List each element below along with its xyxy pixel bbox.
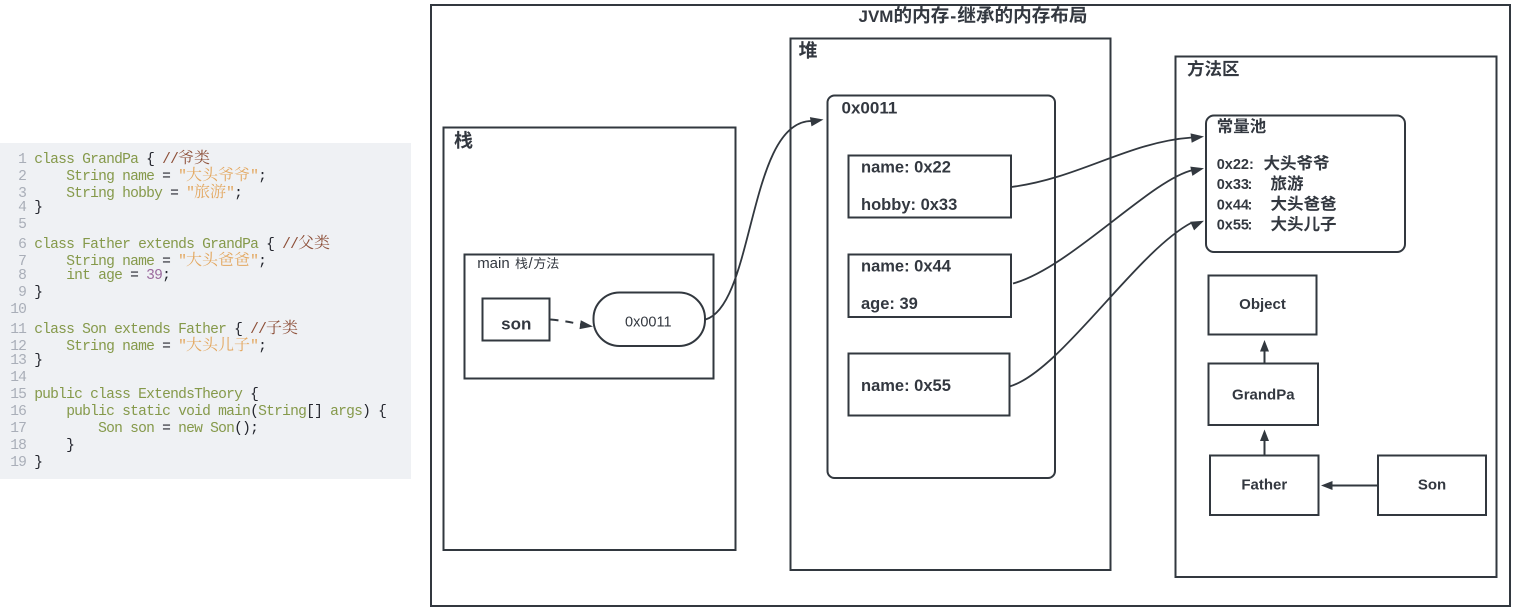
svg-text:main: main <box>477 255 514 272</box>
svg-text:name: 0x22: name: 0x22 <box>861 158 951 176</box>
svg-text:name: 0x55: name: 0x55 <box>861 377 951 395</box>
svg-text:0x44: 0x44 <box>1217 197 1249 213</box>
svg-text:son: son <box>501 315 531 334</box>
svg-text:Object: Object <box>1239 296 1286 313</box>
svg-text::: : <box>1248 177 1253 193</box>
svg-text:0x55: 0x55 <box>1217 218 1249 234</box>
svg-text:0x33: 0x33 <box>1217 177 1249 193</box>
svg-text:0x0011: 0x0011 <box>625 315 672 331</box>
svg-text:hobby: 0x33: hobby: 0x33 <box>861 196 957 214</box>
svg-text:-: - <box>950 6 956 26</box>
svg-text::: : <box>1248 218 1253 234</box>
svg-text:Son: Son <box>1418 476 1446 493</box>
svg-text:/: / <box>529 255 534 272</box>
svg-text:age: 39: age: 39 <box>861 295 918 313</box>
svg-text:JVM: JVM <box>859 7 894 26</box>
svg-text:0x22:: 0x22: <box>1217 157 1254 173</box>
svg-text:name: 0x44: name: 0x44 <box>861 257 952 275</box>
svg-text::: : <box>1248 197 1253 213</box>
svg-text:0x0011: 0x0011 <box>842 99 898 118</box>
svg-text:GrandPa: GrandPa <box>1232 387 1295 404</box>
svg-text:Father: Father <box>1241 476 1287 493</box>
